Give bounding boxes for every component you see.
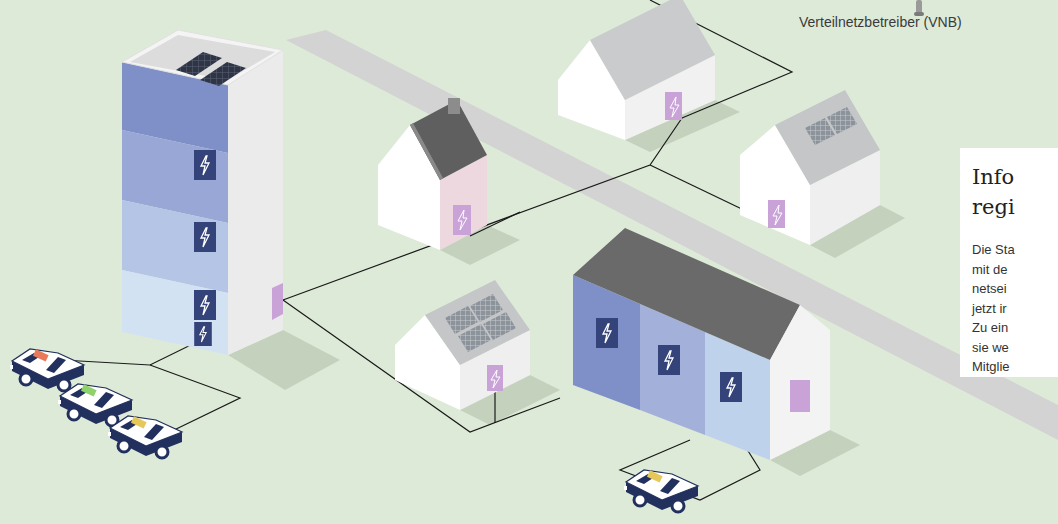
row-house-part xyxy=(573,228,800,360)
apartment-building-part xyxy=(122,30,283,85)
house-with-pv-part xyxy=(775,90,880,185)
apartment-building-part xyxy=(194,150,216,180)
house-with-pv-part xyxy=(773,205,782,225)
electric-cars-part xyxy=(108,416,182,458)
row-house-part xyxy=(790,380,810,412)
small-house xyxy=(378,98,487,250)
electric-cars-part xyxy=(58,384,132,426)
grid-wires-part xyxy=(494,392,495,423)
apartment-building-part xyxy=(228,50,283,355)
warehouse-part xyxy=(590,0,715,100)
vnb-connection-part xyxy=(916,0,922,14)
small-house-part xyxy=(458,210,467,230)
apartment-building-part xyxy=(194,322,212,346)
electric-cars-part xyxy=(33,349,49,361)
road-part xyxy=(286,30,1058,440)
apartment-building-part xyxy=(122,270,228,355)
apartment-building xyxy=(122,30,283,355)
warehouse-part xyxy=(670,97,679,117)
house-with-pv-part xyxy=(827,107,857,134)
electric-cars-part xyxy=(624,470,698,512)
bungalow-with-pv xyxy=(395,280,530,410)
small-house-part xyxy=(448,98,460,114)
house-with-pv-part xyxy=(768,200,785,228)
info-text: Die Sta mit de netsei jetzt ir Zu ein si… xyxy=(972,240,1024,377)
info-box: Info regiDie Sta mit de netsei jetzt ir … xyxy=(960,148,1058,377)
electric-cars-part xyxy=(131,416,147,428)
row-house-part xyxy=(658,345,680,375)
electric-cars-part xyxy=(81,384,97,396)
row-house-part xyxy=(596,318,618,348)
road xyxy=(286,30,1058,440)
apartment-building-part xyxy=(194,222,216,252)
row-house xyxy=(573,228,830,460)
vnb-connection xyxy=(914,0,924,16)
warehouse xyxy=(558,0,715,140)
apartment-building-part xyxy=(200,62,246,86)
bungalow-with-pv-part xyxy=(483,312,516,340)
info-heading: Info regi xyxy=(972,162,1032,222)
apartment-building-part xyxy=(272,283,283,320)
small-house-part xyxy=(410,123,443,180)
apartment-building-part xyxy=(130,35,275,80)
small-house-part xyxy=(453,205,471,235)
grid-wires xyxy=(62,0,792,500)
bungalow-with-pv-part xyxy=(487,365,503,391)
bungalow-with-pv-part xyxy=(491,370,500,388)
row-house-part xyxy=(720,372,742,402)
apartment-building-part xyxy=(194,290,216,320)
bungalow-with-pv-part xyxy=(425,280,530,365)
warehouse-part xyxy=(665,92,682,120)
operator-label: Verteilnetzbetreiber (VNB) xyxy=(799,14,962,30)
grid-wires-part xyxy=(150,365,240,432)
electric-cars-part xyxy=(647,470,663,482)
house-with-pv xyxy=(740,90,880,245)
electric-cars xyxy=(10,349,698,512)
electric-cars-part xyxy=(10,349,84,391)
row-house-part xyxy=(770,305,830,460)
